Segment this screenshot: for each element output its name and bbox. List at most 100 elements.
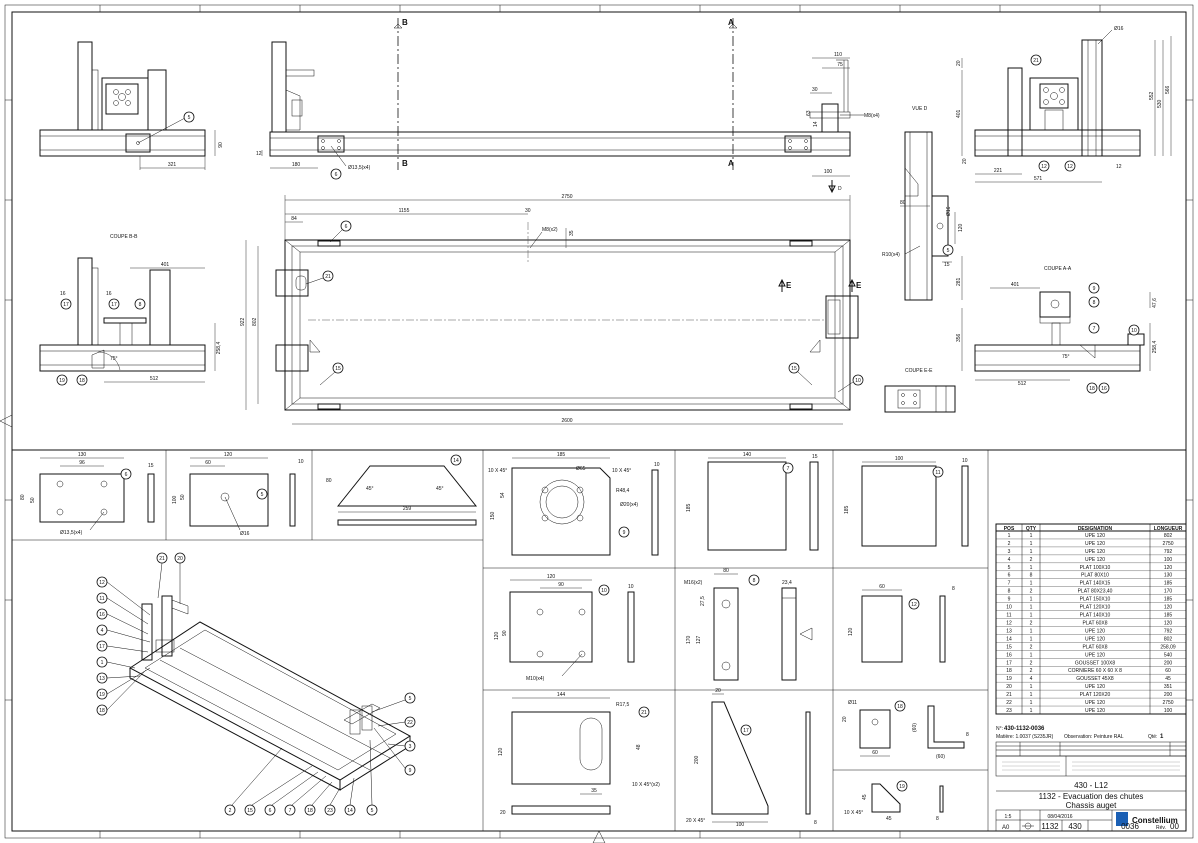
view-title: VUE D xyxy=(912,106,928,112)
centering-mark-left xyxy=(0,414,13,428)
dim-label: 221 xyxy=(994,168,1003,174)
balloon: 23 xyxy=(327,808,333,814)
balloon: 4 xyxy=(101,628,104,634)
bom-cell: 1 xyxy=(1030,549,1033,555)
bom-cell: 1 xyxy=(1030,597,1033,603)
dim-label: 20 xyxy=(842,716,848,722)
balloon: 5 xyxy=(261,492,264,498)
bom-cell: 3 xyxy=(1008,549,1011,555)
balloon: 18 xyxy=(79,378,85,384)
dim-label: 258,4 xyxy=(1152,341,1158,354)
revision: 00 xyxy=(1170,822,1179,831)
dim-label: 45° xyxy=(366,486,374,492)
dim-label: 150 xyxy=(490,511,496,520)
detail-part-8: 80 M16(x2) 27,5 170 127 23,4 8 xyxy=(684,568,813,681)
balloon: 13 xyxy=(99,676,105,682)
bom-cell: UPE 120 xyxy=(1085,628,1105,634)
dim-label: 144 xyxy=(557,692,566,698)
view-plan: E E 2750 1155 84 30 M8(x2) 35 922 802 26… xyxy=(240,194,864,425)
bom-cell: 802 xyxy=(1164,533,1173,539)
bom-cell: 17 xyxy=(1006,660,1012,666)
bom-cell: UPE 120 xyxy=(1085,541,1105,547)
bom-cell: 100 xyxy=(1164,708,1173,714)
bom-cell: 185 xyxy=(1164,613,1173,619)
scale: 1:5 xyxy=(1005,814,1012,820)
bom-header: QTY xyxy=(1026,526,1037,532)
dim-label: 10 X 45° xyxy=(488,468,507,474)
bom-cell: 1 xyxy=(1030,581,1033,587)
bom-cell: 4 xyxy=(1030,676,1033,682)
section-label: E xyxy=(856,281,862,290)
balloon: 11 xyxy=(99,596,104,602)
sheet-format: A0 xyxy=(1002,825,1010,831)
bom-cell: 1 xyxy=(1030,613,1033,619)
dim-label: 802 xyxy=(252,317,258,326)
balloon: 7 xyxy=(787,466,790,472)
dim-label: 185 xyxy=(686,503,692,512)
bom-cell: 185 xyxy=(1164,597,1173,603)
bom-cell: 2 xyxy=(1008,541,1011,547)
dim-label: 10 xyxy=(628,584,634,590)
bom-cell: 1 xyxy=(1030,700,1033,706)
balloon: 9 xyxy=(623,530,626,536)
dim-label: 75 xyxy=(837,62,843,68)
dim-label: 84 xyxy=(291,216,297,222)
balloon: 9 xyxy=(1093,286,1096,292)
view-coupe-ee: COUPE E-E xyxy=(884,368,956,413)
dim-label: 127 xyxy=(696,635,702,644)
bom-cell: 14 xyxy=(1006,636,1012,642)
balloon: 16 xyxy=(1101,386,1107,392)
balloon: 17 xyxy=(111,302,117,308)
quantity-label: Qté: xyxy=(1148,734,1157,740)
bom-cell: 1 xyxy=(1030,605,1033,611)
detail-part-10: 120 90 120 90 10 M10(x4) 10 xyxy=(494,574,635,682)
dim-label: Ø13,5(x4) xyxy=(348,165,371,171)
date: 08/04/2016 xyxy=(1047,814,1072,820)
bom-header: POS xyxy=(1004,526,1015,532)
balloon: 16 xyxy=(99,612,105,618)
bom-header: LONGUEUR xyxy=(1154,526,1183,532)
dim-label: 20 X 45° xyxy=(686,818,705,824)
detail-part-12: 60 120 8 12 xyxy=(848,584,955,663)
detail-part-17: 20 200 20 X 45° 100 8 17 xyxy=(686,688,817,828)
dim-label: 8 xyxy=(936,816,939,822)
view-coupe-bb: COUPE B-B 401 16 16 75° 512 258,4 17 17 … xyxy=(39,234,222,386)
bom-cell: 100 xyxy=(1164,557,1173,563)
balloon: 19 xyxy=(899,784,905,790)
dim-label: Ø20(x4) xyxy=(620,502,638,508)
balloon: 17 xyxy=(63,302,69,308)
detail-grid xyxy=(12,450,989,831)
bom-cell: PLAT 80X23,40 xyxy=(1078,589,1113,595)
bom-cell: UPE 120 xyxy=(1085,557,1105,563)
dim-label: 30 xyxy=(812,87,818,93)
part-number: 430-1132-0036 xyxy=(1004,726,1045,732)
detail-part-7: 140 185 15 7 xyxy=(686,452,819,551)
balloon: 5 xyxy=(409,696,412,702)
balloon: 8 xyxy=(139,302,142,308)
bom-cell: 1 xyxy=(1030,636,1033,642)
bom-cell: 45 xyxy=(1165,676,1171,682)
dim-label: 60 xyxy=(879,584,885,590)
section-label: E xyxy=(786,281,792,290)
balloon: 12 xyxy=(911,602,917,608)
section-label: A xyxy=(728,159,734,168)
balloon: 18 xyxy=(99,708,105,714)
section-label: A xyxy=(728,18,734,27)
bom-cell: UPE 120 xyxy=(1085,533,1105,539)
bom-cell: 1 xyxy=(1030,565,1033,571)
dim-label: 20 xyxy=(500,810,506,816)
dim-label: R10(x4) xyxy=(882,252,900,258)
bom-cell: 23 xyxy=(1006,708,1012,714)
balloon: 21 xyxy=(641,710,647,716)
balloon: 3 xyxy=(409,744,412,750)
dim-label: 120 xyxy=(498,747,504,756)
dim-label: 120 xyxy=(848,627,854,636)
dim-label: 90 xyxy=(558,582,564,588)
bom-cell: UPE 120 xyxy=(1085,652,1105,658)
dim-label: 552 xyxy=(1149,91,1155,100)
dim-label: 10 xyxy=(654,462,660,468)
title-block: N°: 430-1132-0036 Matière: 1.0037 (S235J… xyxy=(995,726,1187,832)
dim-label: 8 xyxy=(814,820,817,826)
balloon: 1 xyxy=(101,660,104,666)
